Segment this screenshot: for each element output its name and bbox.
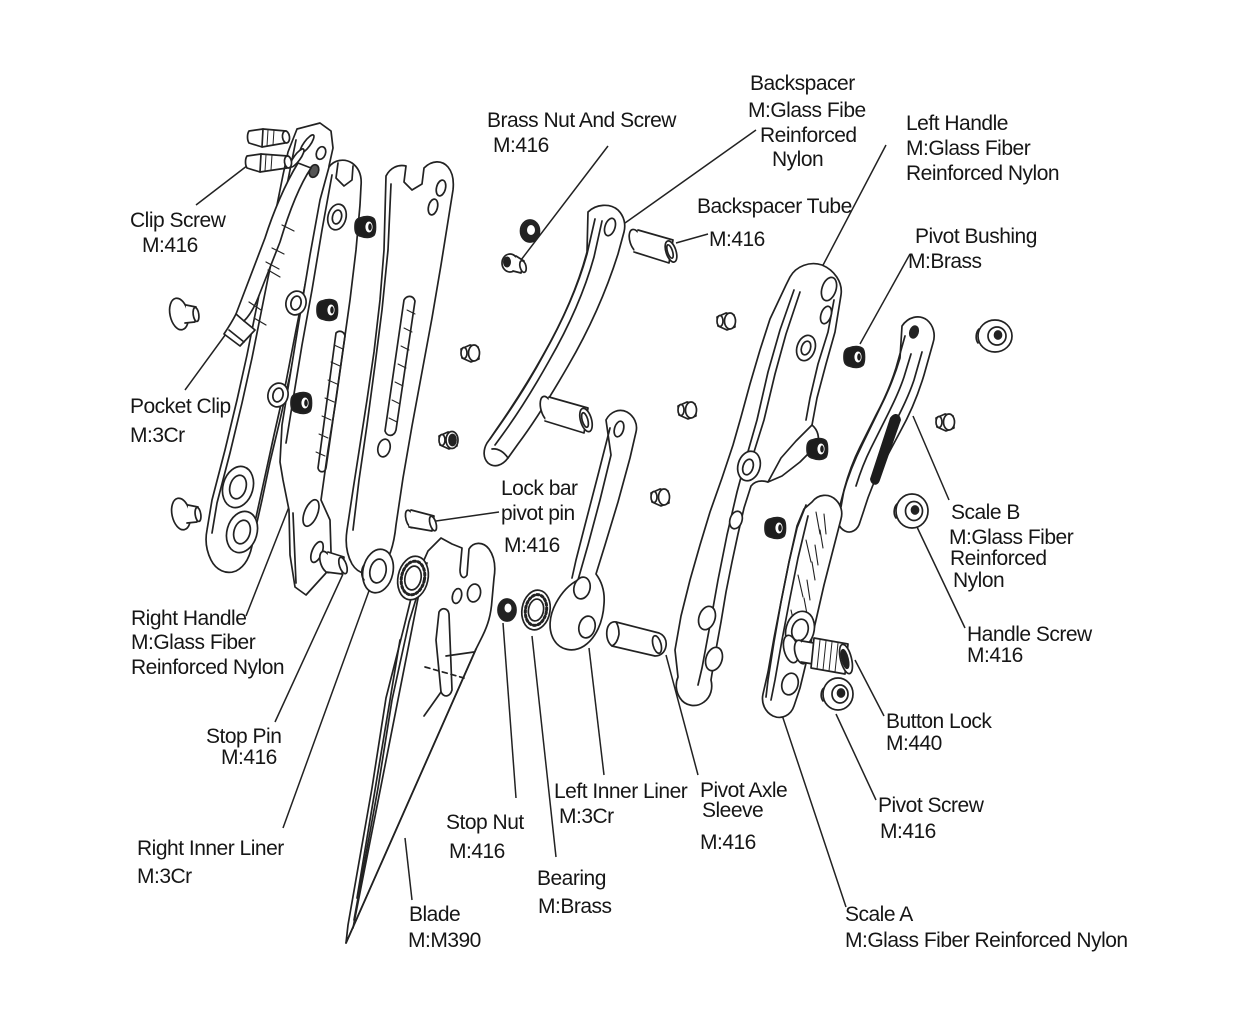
svg-text:M:416: M:416 — [449, 840, 505, 863]
svg-text:M:3Cr: M:3Cr — [130, 424, 185, 447]
svg-text:Brass Nut And Screw: Brass Nut And Screw — [487, 109, 677, 132]
svg-text:Pocket Clip: Pocket Clip — [130, 395, 231, 418]
svg-text:M:416: M:416 — [142, 234, 198, 257]
svg-text:Clip Screw: Clip Screw — [130, 209, 227, 232]
svg-text:Pivot Axle: Pivot Axle — [700, 779, 787, 802]
svg-text:Left Inner Liner: Left Inner Liner — [554, 780, 688, 803]
svg-text:M:3Cr: M:3Cr — [559, 805, 614, 828]
svg-text:M:416: M:416 — [709, 228, 765, 251]
svg-text:Pivot Screw: Pivot Screw — [878, 794, 985, 817]
svg-text:M:3Cr: M:3Cr — [137, 865, 192, 888]
svg-text:Lock bar: Lock bar — [501, 477, 578, 500]
svg-text:M:Glass Fiber: M:Glass Fiber — [949, 526, 1074, 549]
svg-text:Backspacer Tube: Backspacer Tube — [697, 195, 852, 218]
svg-text:M:416: M:416 — [493, 134, 549, 157]
svg-text:M:416: M:416 — [221, 746, 277, 769]
svg-text:Bearing: Bearing — [537, 867, 606, 890]
svg-text:M:416: M:416 — [880, 820, 936, 843]
svg-text:M:416: M:416 — [967, 644, 1023, 667]
svg-text:M:Glass Fiber: M:Glass Fiber — [131, 631, 256, 654]
svg-text:Left Handle: Left Handle — [906, 112, 1008, 135]
svg-text:Scale B: Scale B — [951, 501, 1020, 524]
svg-text:Backspacer: Backspacer — [750, 72, 855, 95]
svg-text:Handle Screw: Handle Screw — [967, 623, 1093, 646]
svg-text:M:Brass: M:Brass — [538, 895, 612, 918]
svg-text:Nylon: Nylon — [772, 148, 823, 171]
svg-text:M:Glass Fibe: M:Glass Fibe — [748, 99, 866, 122]
svg-text:M:440: M:440 — [886, 732, 942, 755]
svg-text:M:416: M:416 — [700, 831, 756, 854]
svg-text:Blade: Blade — [409, 903, 460, 926]
svg-text:M:Brass: M:Brass — [908, 250, 982, 273]
svg-text:Pivot Bushing: Pivot Bushing — [915, 225, 1037, 248]
svg-text:Stop Pin: Stop Pin — [206, 725, 281, 748]
svg-text:Right Handle: Right Handle — [131, 607, 246, 630]
svg-text:Reinforced: Reinforced — [760, 124, 857, 147]
svg-text:M:Glass Fiber: M:Glass Fiber — [906, 137, 1031, 160]
svg-text:Sleeve: Sleeve — [702, 799, 763, 822]
svg-text:Button Lock: Button Lock — [886, 710, 992, 733]
svg-text:Scale A: Scale A — [845, 903, 913, 926]
svg-text:Reinforced Nylon: Reinforced Nylon — [906, 162, 1059, 185]
svg-text:M:M390: M:M390 — [408, 929, 481, 952]
svg-text:Reinforced: Reinforced — [950, 547, 1047, 570]
svg-text:Nylon: Nylon — [953, 569, 1004, 592]
svg-text:M:Glass Fiber Reinforced Nylon: M:Glass Fiber Reinforced Nylon — [845, 929, 1128, 952]
svg-text:M:416: M:416 — [504, 534, 560, 557]
svg-text:pivot pin: pivot pin — [501, 502, 575, 525]
svg-text:Reinforced Nylon: Reinforced Nylon — [131, 656, 284, 679]
svg-text:Right Inner Liner: Right Inner Liner — [137, 837, 284, 860]
svg-text:Stop Nut: Stop Nut — [446, 811, 524, 834]
